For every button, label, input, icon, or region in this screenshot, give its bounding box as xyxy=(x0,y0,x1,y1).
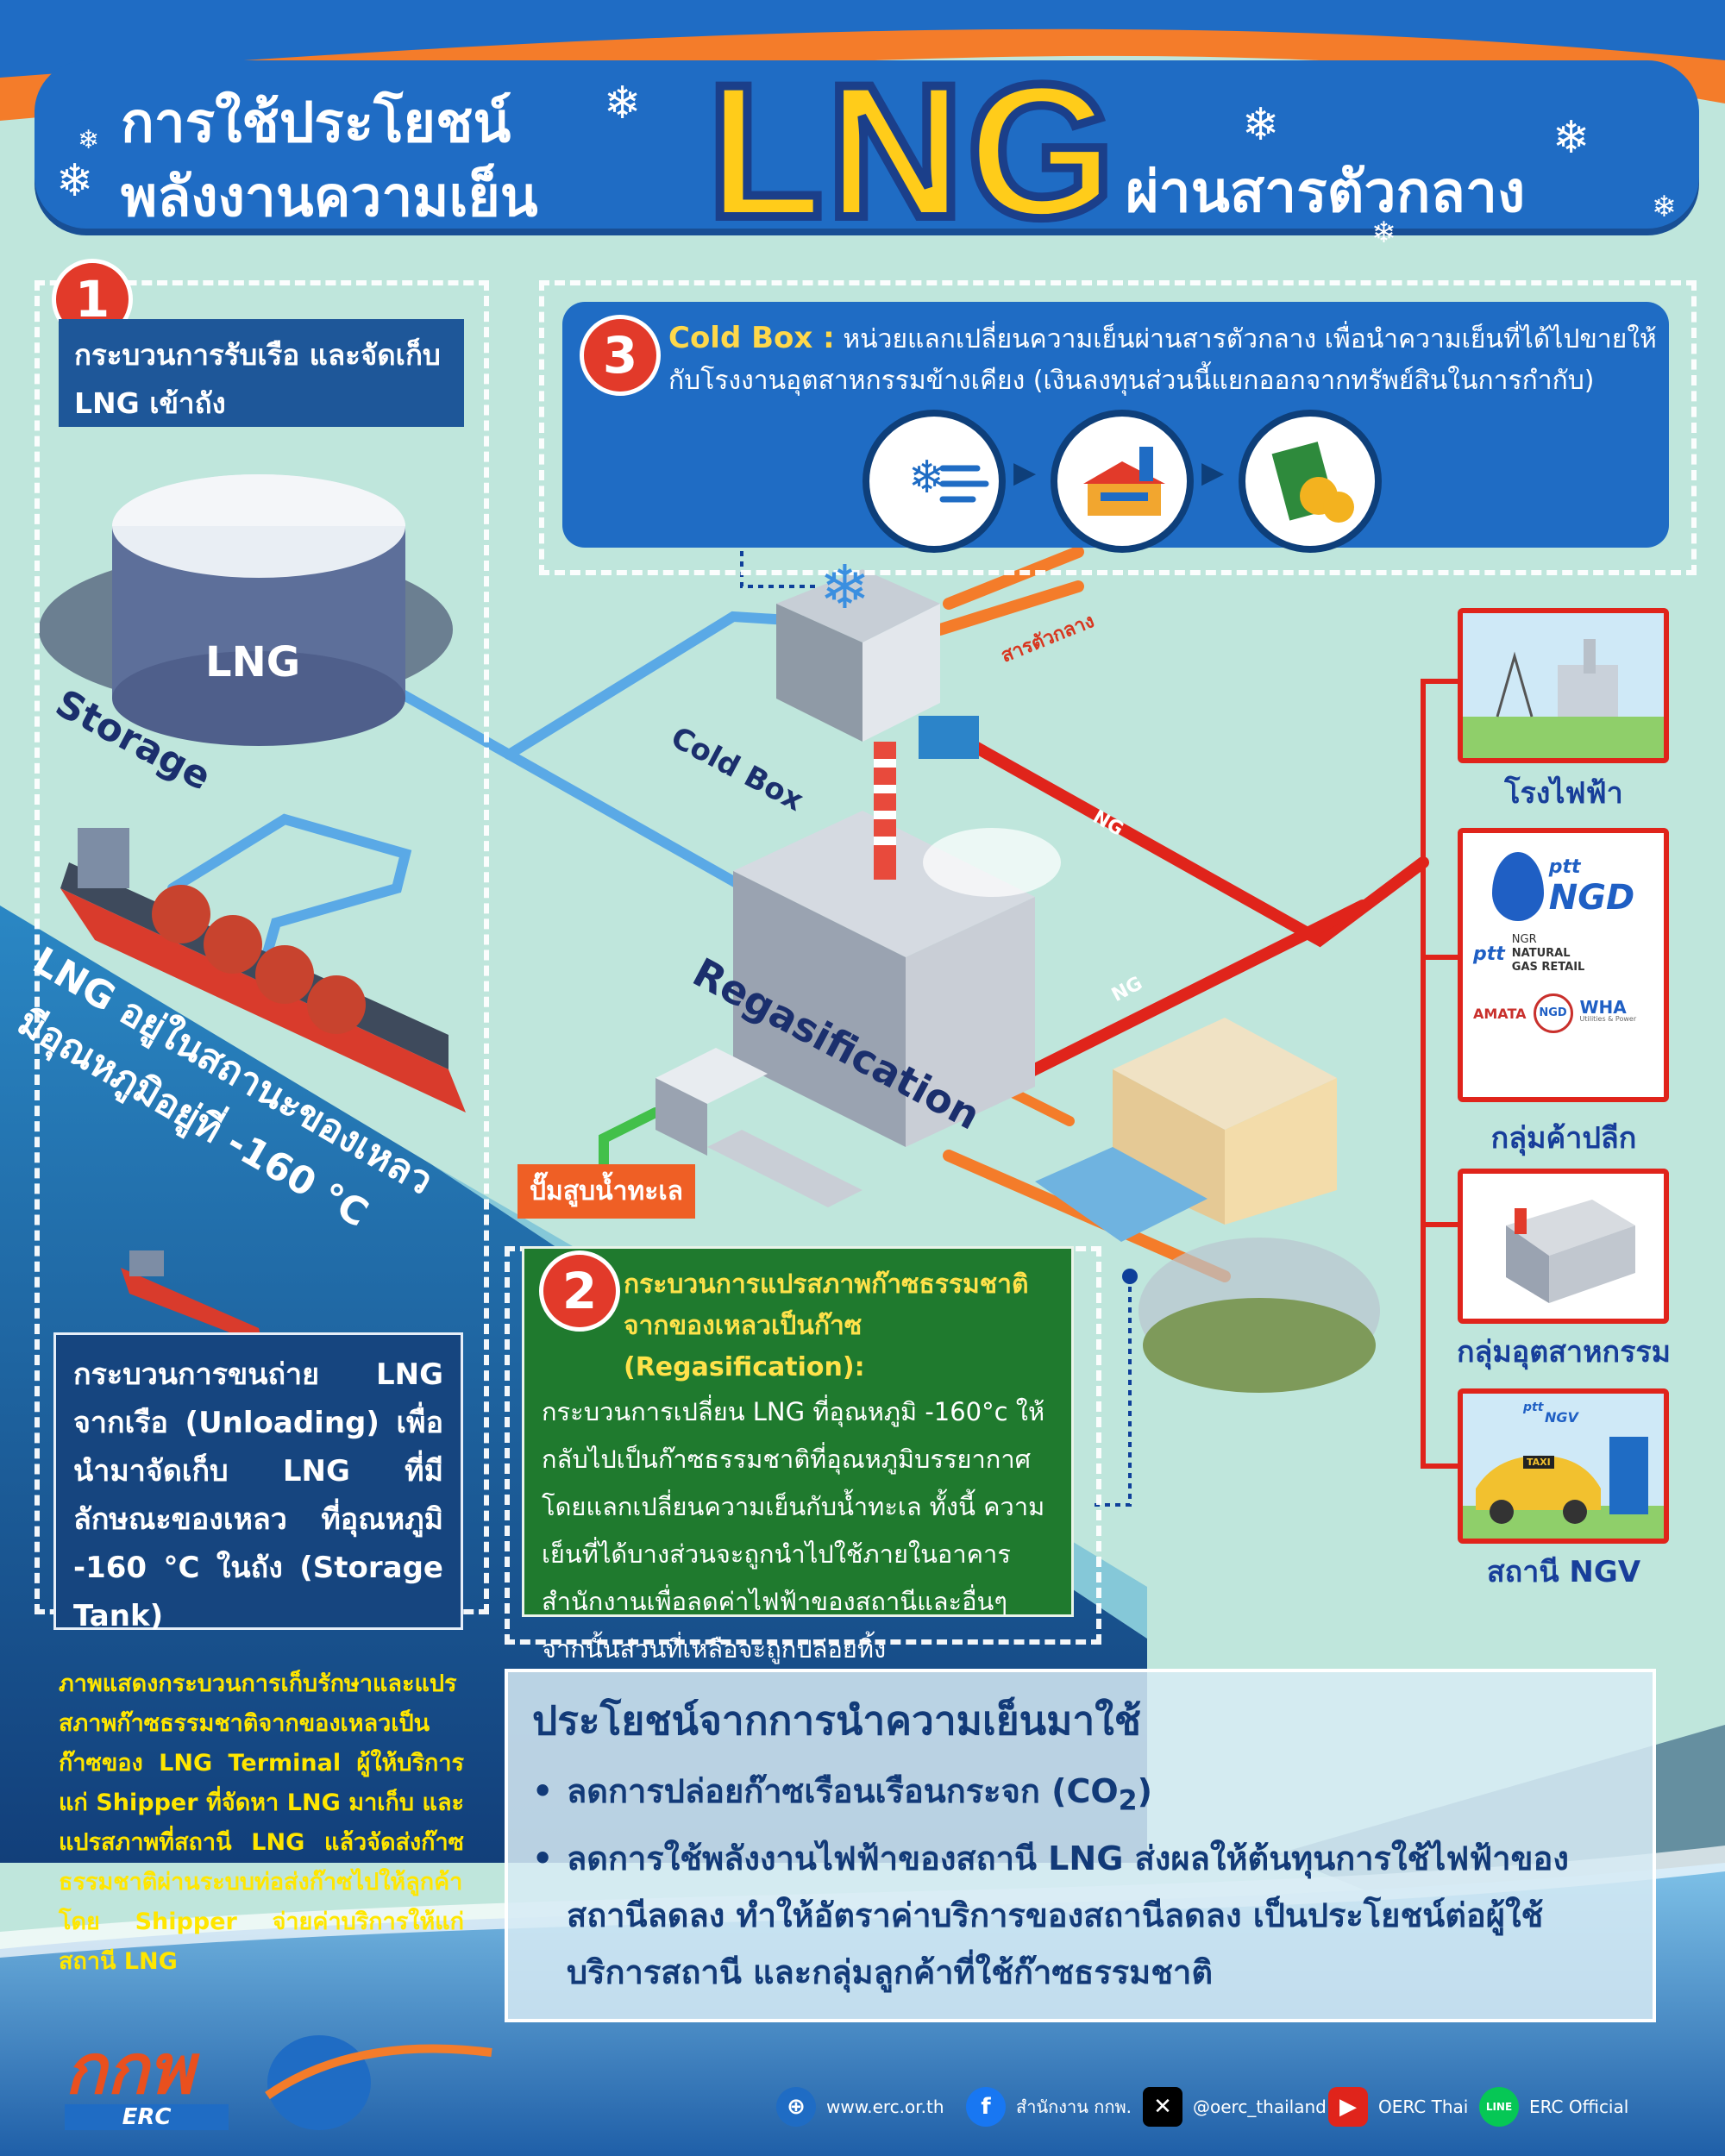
ptt-logo-text: ptt xyxy=(1473,943,1505,965)
arrow-right-icon: ▶ xyxy=(1201,455,1225,490)
pump-label: ปั๊มสูบน้ำทะเล xyxy=(518,1164,696,1219)
snowflake-icon: ❄ xyxy=(1552,112,1590,164)
snowflake-icon: ❄ xyxy=(604,78,642,129)
benefit-item-2: ลดการใช้พลังงานไฟฟ้าของสถานี LNG ส่งผลให… xyxy=(532,1830,1628,2001)
erc-logo-subtext: ERC xyxy=(65,2104,229,2130)
footer-youtube-text: OERC Thai xyxy=(1378,2096,1469,2117)
footer-x-text: @oerc_thailand xyxy=(1193,2096,1327,2117)
title-line-2: พลังงานความเย็น xyxy=(121,166,538,229)
unloading-text: กระบวนการขนถ่าย LNG จากเรือ (Unloading) … xyxy=(53,1332,463,1633)
ngv-logo-text: NGV xyxy=(1545,1409,1578,1426)
benefits-title: ประโยชน์จากการนำความเย็นมาใช้ xyxy=(532,1697,1141,1744)
title-right: ผ่านสารตัวกลาง xyxy=(1126,159,1526,225)
ngr-logo-text: NGR xyxy=(1511,933,1537,946)
gas-retail-logo-text: GAS RETAIL xyxy=(1511,961,1585,974)
snowflake-icon: ❄ xyxy=(1242,99,1280,151)
footer-facebook[interactable]: f สำนักงาน กกพ. xyxy=(966,2087,1132,2127)
benefit-item-1-prefix: ลดการปล่อยก๊าซเรือนเรือนกระจก (CO xyxy=(567,1772,1119,1810)
youtube-icon: ▶ xyxy=(1328,2087,1368,2127)
cold-snowflake-icon: ❄ xyxy=(819,552,870,623)
snowflake-icon: ❄ xyxy=(56,155,94,207)
ngd-logo-text: NGD xyxy=(1548,877,1635,918)
title-banner xyxy=(34,60,1699,229)
customer-label-power-plant: โรงไฟฟ้า xyxy=(1504,776,1623,811)
x-icon: ✕ xyxy=(1143,2087,1182,2127)
cold-box-text: หน่วยแลกเปลี่ยนความเย็นผ่านสารตัวกลาง เพ… xyxy=(668,324,1657,396)
facebook-icon: f xyxy=(966,2087,1006,2127)
wha-logo-text: WHA xyxy=(1579,997,1627,1018)
footer-web-text: www.erc.or.th xyxy=(826,2096,944,2117)
snow-wind-icon: ❄ xyxy=(862,410,1006,553)
footer-youtube[interactable]: ▶ OERC Thai xyxy=(1328,2087,1468,2127)
erc-logo-text: กกพ xyxy=(65,2029,194,2109)
title-line-1: การใช้ประโยชน์ xyxy=(121,91,511,155)
globe-icon: ⊕ xyxy=(776,2087,816,2127)
benefit-item-1: ลดการปล่อยก๊าซเรือนเรือนกระจก (CO2) xyxy=(532,1763,1628,1830)
ptt-flame-icon xyxy=(1491,852,1544,921)
benefit-item-1-suffix: ) xyxy=(1137,1772,1153,1810)
benefits-box: ประโยชน์จากการนำความเย็นมาใช้ ลดการปล่อย… xyxy=(505,1669,1656,2022)
footer-line-text: ERC Official xyxy=(1529,2096,1629,2117)
cold-box-description: Cold Box : หน่วยแลกเปลี่ยนความเย็นผ่านสา… xyxy=(668,317,1660,402)
line-icon: LINE xyxy=(1479,2087,1519,2127)
step2-number: 2 xyxy=(539,1250,620,1332)
customer-retail-logos: ptt NGD ptt NGR NATURAL GAS RETAIL AMATA… xyxy=(1458,828,1669,1102)
cold-box-title: Cold Box : xyxy=(668,321,835,355)
wha-logo-subtext: Utilities & Power xyxy=(1579,1015,1637,1023)
money-icon xyxy=(1239,410,1382,553)
natural-logo-text: NATURAL xyxy=(1511,947,1571,960)
step3-number: 3 xyxy=(580,315,661,396)
step2-title: กระบวนการแปรสภาพก๊าซธรรมชาติ จากของเหลวเ… xyxy=(624,1269,1029,1382)
step2-body: กระบวนการเปลี่ยน LNG ที่อุณหภูมิ -160°c … xyxy=(542,1397,1045,1664)
footer-x[interactable]: ✕ @oerc_thailand xyxy=(1143,2087,1327,2127)
customer-label-industry: กลุ่มอุตสาหกรรม xyxy=(1456,1335,1672,1369)
snowflake-icon: ❄ xyxy=(1652,190,1677,224)
step3-frame xyxy=(539,280,1697,575)
snowflake-icon: ❄ xyxy=(1371,216,1396,250)
customer-ngv-image: ptt NGV TAXI xyxy=(1458,1388,1669,1544)
footer-web[interactable]: ⊕ www.erc.or.th xyxy=(776,2087,944,2127)
ngd-logo-text: NGD xyxy=(1533,993,1573,1033)
factory-icon xyxy=(1051,410,1194,553)
ptt-logo-text: ptt xyxy=(1548,856,1581,878)
taxi-sign-text: TAXI xyxy=(1523,1456,1554,1469)
tank-label: LNG xyxy=(205,638,301,686)
arrow-right-icon: ▶ xyxy=(1013,455,1037,490)
erc-swoosh-icon xyxy=(265,2035,492,2130)
ptt-logo-text: ptt xyxy=(1523,1401,1544,1414)
title-left: การใช้ประโยชน์ พลังงานความเย็น xyxy=(121,86,538,235)
caption: ภาพแสดงกระบวนการเก็บรักษาและแปรสภาพก๊าซธ… xyxy=(59,1670,464,1975)
snowflake-icon: ❄ xyxy=(78,125,100,155)
customer-power-plant-image xyxy=(1458,608,1669,763)
svg-text:❄: ❄ xyxy=(908,452,946,504)
customer-industry-image xyxy=(1458,1169,1669,1324)
customer-label-retail: กลุ่มค้าปลีก xyxy=(1490,1121,1637,1156)
step1-title: กระบวนการรับเรือ และจัดเก็บ LNG เข้าถัง xyxy=(59,319,464,427)
title-lng: LNG xyxy=(703,45,1119,257)
erc-logo: กกพ ERC xyxy=(65,2035,229,2130)
customer-label-ngv: สถานี NGV xyxy=(1486,1555,1641,1589)
footer-facebook-text: สำนักงาน กกพ. xyxy=(1016,2096,1132,2117)
benefit-item-1-sub: 2 xyxy=(1118,1785,1138,1817)
amata-logo-text: AMATA xyxy=(1473,1005,1527,1022)
footer-line[interactable]: LINE ERC Official xyxy=(1479,2087,1628,2127)
